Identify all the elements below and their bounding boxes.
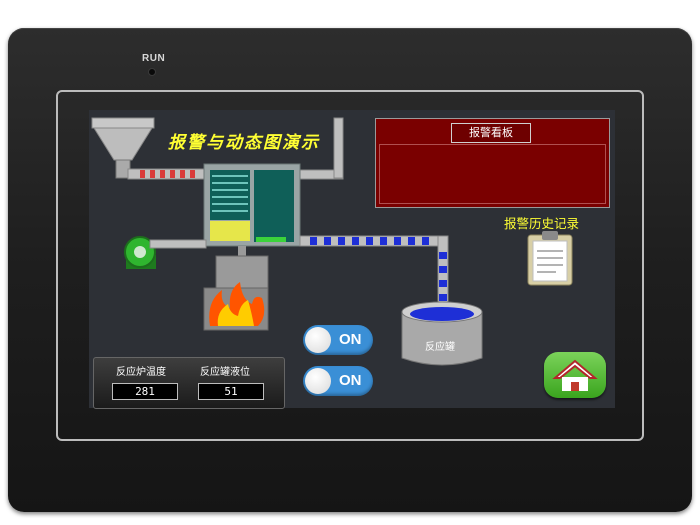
fan-icon — [124, 236, 207, 269]
run-label: RUN — [142, 53, 166, 64]
home-icon — [552, 359, 598, 391]
clipboard-icon[interactable] — [526, 229, 576, 291]
run-indicator-led — [148, 68, 156, 76]
toggle-switch-2[interactable]: ON — [303, 366, 373, 396]
reactor-tank-label: 反应罐 — [425, 342, 455, 353]
alarm-history-label[interactable]: 报警历史记录 — [504, 216, 580, 231]
mixer-unit — [203, 163, 301, 247]
toggle-knob — [305, 368, 331, 394]
toggle-label: ON — [339, 331, 362, 348]
furnace-temp-value: 281 — [112, 383, 178, 400]
flame-icon — [209, 282, 265, 326]
toggle-label: ON — [339, 372, 362, 389]
home-button[interactable] — [544, 352, 606, 398]
tank-level-value: 51 — [198, 383, 264, 400]
screen-frame — [56, 90, 644, 441]
reactor-tank — [401, 301, 483, 366]
alarm-board-content — [379, 144, 606, 204]
toggle-knob — [305, 327, 331, 353]
hopper — [91, 117, 155, 179]
alarm-board — [375, 118, 610, 208]
furnace-temp-label: 反应炉温度 — [116, 367, 166, 378]
alarm-board-title: 报警看板 — [451, 123, 531, 143]
page-title: 报警与动态图演示 — [168, 133, 320, 153]
toggle-switch-1[interactable]: ON — [303, 325, 373, 355]
tank-level-label: 反应罐液位 — [200, 367, 250, 378]
feed-pipe — [127, 168, 207, 180]
